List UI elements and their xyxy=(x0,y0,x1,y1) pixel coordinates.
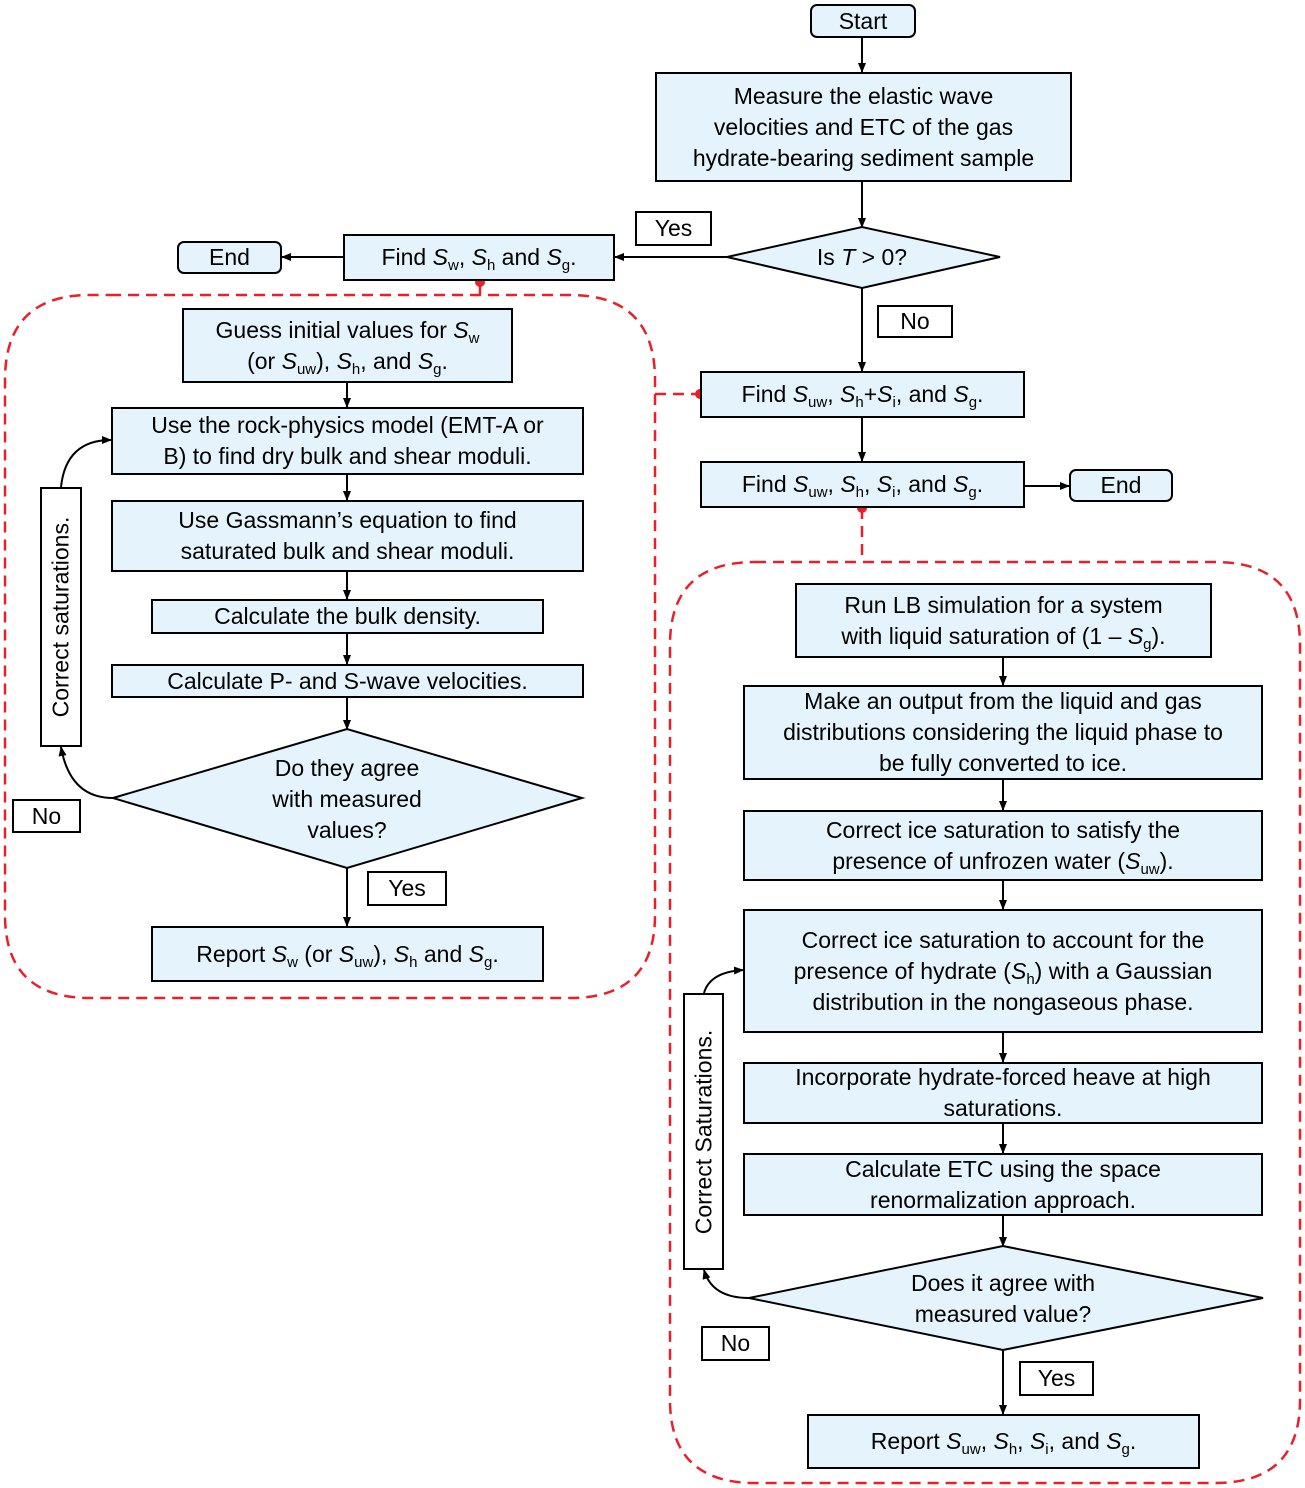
output-box: Make an output from the liquid and gas d… xyxy=(743,685,1263,780)
measure-line-1: Measure the elastic wave xyxy=(733,82,994,109)
find-suw-si-box: Find Suw, Sh+Si, and Sg. xyxy=(700,371,1025,418)
decision-t-diamond xyxy=(726,225,1001,290)
yes-label-left: Yes xyxy=(367,871,447,906)
start-terminal: Start xyxy=(810,4,916,38)
decision-left-text: Do they agree with measured values? xyxy=(272,755,422,843)
density-box: Calculate the bulk density. xyxy=(151,599,544,634)
no-label-right: No xyxy=(701,1326,770,1361)
ice-hydrate-box: Correct ice saturation to account for th… xyxy=(743,909,1263,1033)
etc-box: Calculate ETC using the space renormaliz… xyxy=(743,1153,1263,1216)
correct-saturations-left: Correct saturations. xyxy=(40,487,82,747)
decision-left-diamond xyxy=(109,727,586,870)
measure-line-3: hydrate-bearing sediment sample xyxy=(692,144,1035,171)
find-suw-sh-si-box: Find Suw, Sh, Si, and Sg. xyxy=(700,461,1025,508)
velocities-box: Calculate P- and S-wave velocities. xyxy=(111,664,584,698)
heave-box: Incorporate hydrate-forced heave at high… xyxy=(743,1062,1263,1124)
lb-simulation-box: Run LB simulation for a system with liqu… xyxy=(795,583,1212,658)
end-terminal-right: End xyxy=(1069,469,1173,502)
measure-box: Measure the elastic wave velocities and … xyxy=(655,72,1072,182)
yes-label-right: Yes xyxy=(1019,1361,1094,1396)
decision-right-text: Does it agree with measured value? xyxy=(910,1270,1096,1327)
end-terminal-left: End xyxy=(177,241,282,274)
correct-saturations-right: Correct Saturations. xyxy=(683,993,724,1270)
guess-box: Guess initial values for Sw (or Suw), Sh… xyxy=(182,308,513,383)
right-group-outline xyxy=(668,560,1302,1485)
decision-t-text: Is T > 0? xyxy=(816,244,908,270)
no-label-left: No xyxy=(12,799,81,833)
report-left-box: Report Sw (or Suw), Sh and Sg. xyxy=(151,926,544,982)
report-right-box: Report Suw, Sh, Si, and Sg. xyxy=(807,1414,1200,1469)
decision-right-diamond xyxy=(748,1244,1264,1352)
yes-label-top: Yes xyxy=(635,211,712,246)
start-label: Start xyxy=(838,7,888,34)
find-sw-box: Find Sw, Sh and Sg. xyxy=(343,234,615,281)
no-label-top: No xyxy=(877,305,953,338)
measure-line-2: velocities and ETC of the gas xyxy=(713,113,1014,140)
gassmann-box: Use Gassmann’s equation to find saturate… xyxy=(111,500,584,572)
left-group-outline xyxy=(3,293,657,1000)
ice-unfrozen-box: Correct ice saturation to satisfy the pr… xyxy=(743,810,1263,881)
rock-physics-box: Use the rock-physics model (EMT-A or B) … xyxy=(111,407,584,475)
